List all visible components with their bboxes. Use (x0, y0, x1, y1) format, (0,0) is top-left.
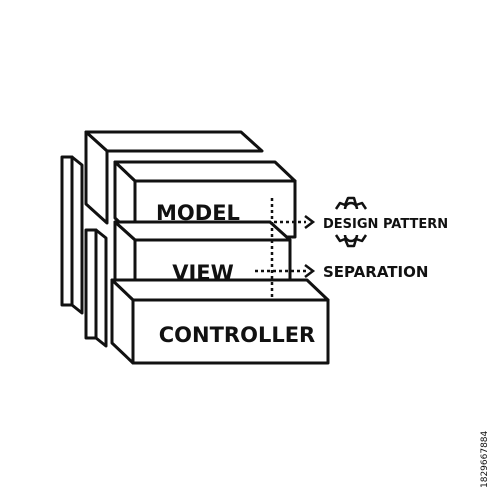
back-slab-top (84, 130, 264, 225)
gear-icon (334, 196, 368, 248)
back-column-left (60, 155, 84, 315)
view-label: VIEW (172, 261, 234, 285)
design-pattern-label: DESIGN PATTERN (323, 217, 448, 232)
model-label: MODEL (156, 201, 240, 225)
controller-label: CONTROLLER (159, 323, 315, 347)
dotted-connectors (250, 198, 306, 300)
separation-label: SEPARATION (323, 263, 428, 281)
back-column-mid (84, 228, 108, 348)
arrow-head-bottom (304, 264, 316, 278)
arrow-head-top (304, 215, 316, 229)
side-id-text: 1829667884 (480, 430, 490, 488)
model-block (113, 160, 297, 239)
controller-block (110, 278, 330, 365)
